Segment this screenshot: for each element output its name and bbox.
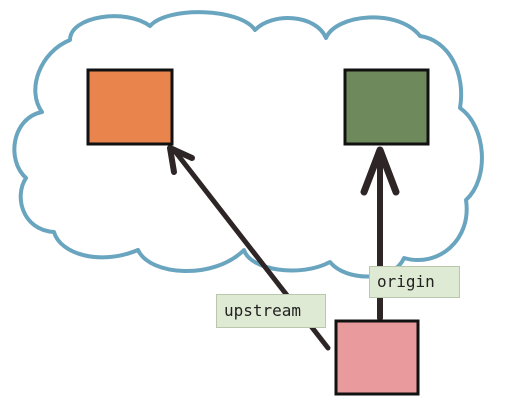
origin-arrow-head [360,146,400,196]
upstream-label: upstream [216,294,326,328]
upstream-arrow-head [167,145,195,175]
origin-repo-box [343,68,430,146]
origin-label: origin [369,266,460,298]
local-repo-box [334,319,420,396]
upstream-repo-box [86,68,174,146]
